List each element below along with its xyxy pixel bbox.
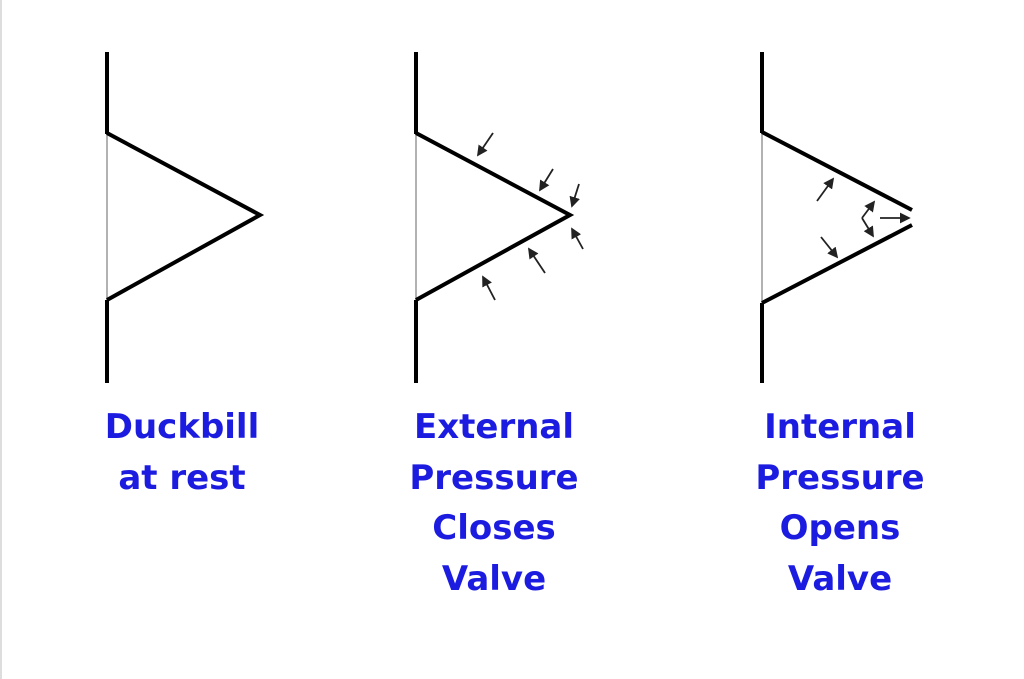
- label-line: Valve: [787, 558, 893, 599]
- label-line: Valve: [441, 558, 547, 599]
- label-line: Opens: [779, 508, 901, 548]
- label-line: Closes: [432, 508, 556, 548]
- pressure-arrows: [816, 177, 911, 259]
- label-duckbill-at-rest: Duckbill at rest: [52, 402, 312, 503]
- label-internal-pressure: Internal Pressure Opens Valve: [710, 402, 970, 604]
- valve-external-pressure: [414, 52, 584, 383]
- label-external-pressure: External Pressure Closes Valve: [364, 402, 624, 604]
- label-line: at rest: [118, 457, 246, 498]
- label-line: Pressure: [755, 457, 925, 498]
- label-line: Internal: [764, 407, 916, 447]
- label-line: Duckbill: [104, 407, 260, 447]
- label-line: External: [413, 407, 575, 447]
- label-line: Pressure: [409, 457, 579, 498]
- pressure-arrows: [476, 132, 584, 301]
- valve-internal-pressure: [760, 52, 913, 383]
- valve-at-rest: [105, 52, 265, 383]
